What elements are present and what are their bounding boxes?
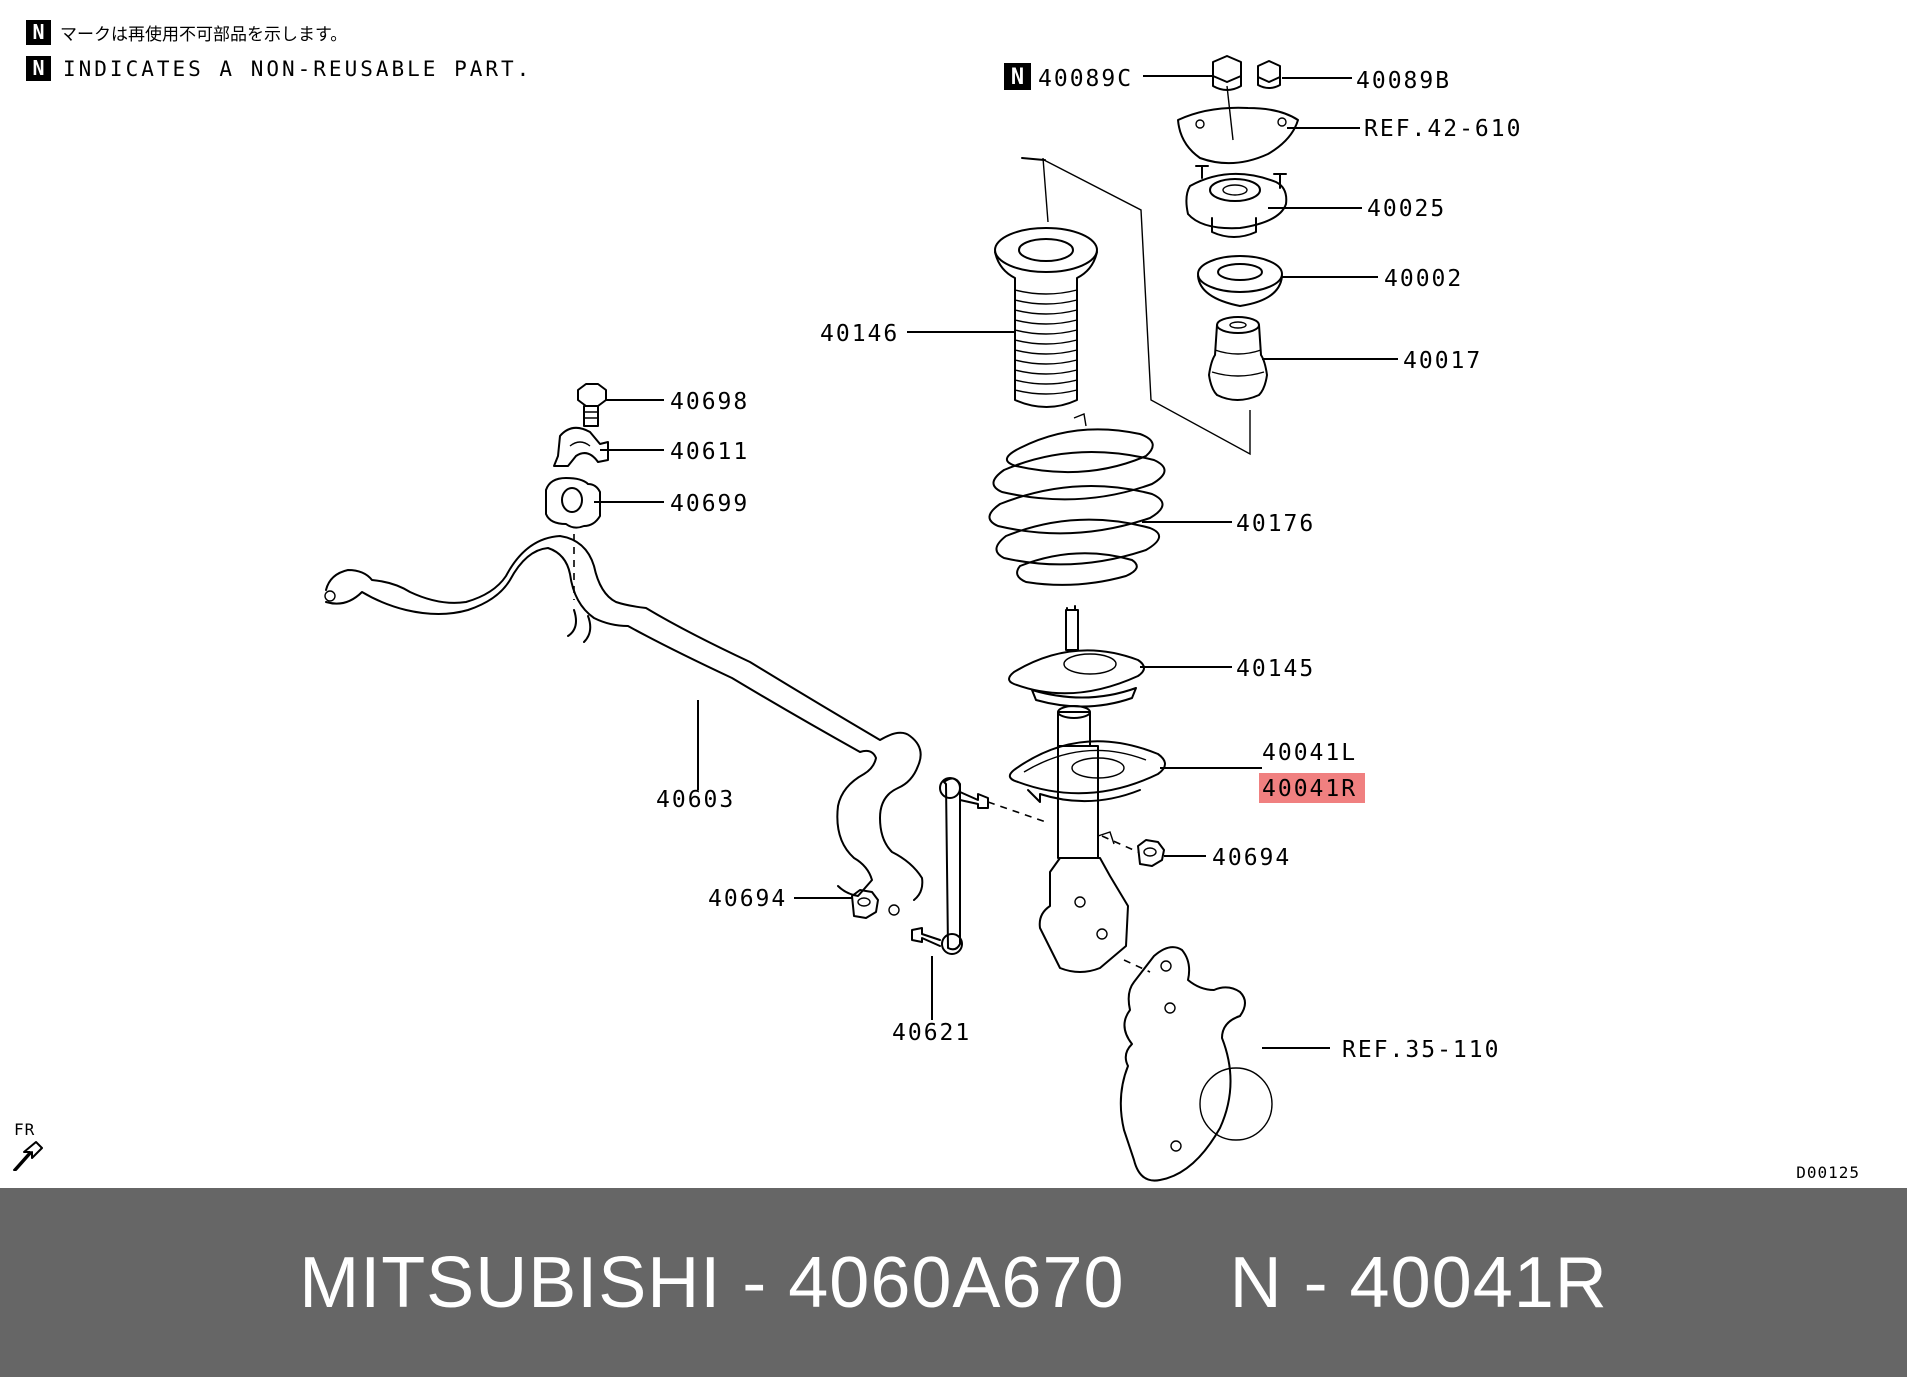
label-40146: 40146 (820, 321, 899, 347)
strut-assembly-drawing (1008, 705, 1166, 973)
strut-mount-drawing (1185, 165, 1288, 238)
label-40694-left: 40694 (708, 886, 787, 912)
front-arrow-icon (13, 1141, 43, 1171)
label-40017: 40017 (1403, 348, 1482, 374)
parts-diagram: N マークは再使用不可部品を示します。 N INDICATES A NON-RE… (13, 20, 1860, 1182)
stabilizer-bracket-drawing (553, 426, 609, 467)
steering-knuckle-drawing (1119, 946, 1273, 1182)
nut-left-drawing (851, 889, 879, 919)
non-reusable-note: N マークは再使用不可部品を示します。 N INDICATES A NON-RE… (26, 20, 532, 81)
stabilizer-bushing-drawing (545, 477, 601, 529)
badge-40089c: N (1011, 65, 1024, 90)
label-40621: 40621 (892, 1020, 971, 1046)
stabilizer-bar-drawing (324, 535, 924, 916)
label-40611: 40611 (670, 439, 749, 465)
label-40002: 40002 (1384, 266, 1463, 292)
label-ref-35-110: REF.35-110 (1342, 1037, 1500, 1063)
note-english: INDICATES A NON-REUSABLE PART. (63, 57, 532, 81)
label-ref-42-610: REF.42-610 (1364, 116, 1522, 142)
mount-nuts-drawing (1212, 55, 1281, 91)
label-40603: 40603 (656, 787, 735, 813)
stabilizer-link-drawing (911, 777, 989, 955)
note-badge-en: N (32, 56, 44, 80)
label-40041l: 40041L (1262, 740, 1357, 766)
note-japanese: マークは再使用不可部品を示します。 (60, 24, 347, 45)
upper-spring-seat-drawing (1197, 255, 1283, 307)
label-40176: 40176 (1236, 511, 1315, 537)
footer-part-number: MITSUBISHI - 4060A670 N - 40041R (299, 1242, 1608, 1323)
bump-stop-drawing (1208, 316, 1268, 401)
label-40089b: 40089B (1356, 68, 1451, 94)
spring-pad-drawing (1008, 605, 1145, 708)
note-badge-jp: N (32, 20, 44, 44)
label-40025: 40025 (1367, 196, 1446, 222)
drawing-code: D00125 (1796, 1163, 1860, 1182)
highlight-40041r (1259, 773, 1365, 803)
label-40699: 40699 (670, 491, 749, 517)
front-direction-indicator: FR (13, 1120, 43, 1171)
bracket-bolt-drawing (577, 383, 607, 427)
footer-banner: MITSUBISHI - 4060A670 N - 40041R (0, 1188, 1907, 1377)
fr-label: FR (14, 1120, 35, 1139)
top-plate-drawing (1177, 85, 1299, 165)
label-40089c: 40089C (1038, 66, 1133, 92)
label-40694-right: 40694 (1212, 845, 1291, 871)
label-40698: 40698 (670, 389, 749, 415)
label-40145: 40145 (1236, 656, 1315, 682)
nut-right-drawing (1137, 839, 1165, 867)
coil-spring-drawing (988, 413, 1166, 586)
dust-boot-drawing (994, 227, 1098, 408)
label-40041r: 40041R (1262, 776, 1357, 802)
